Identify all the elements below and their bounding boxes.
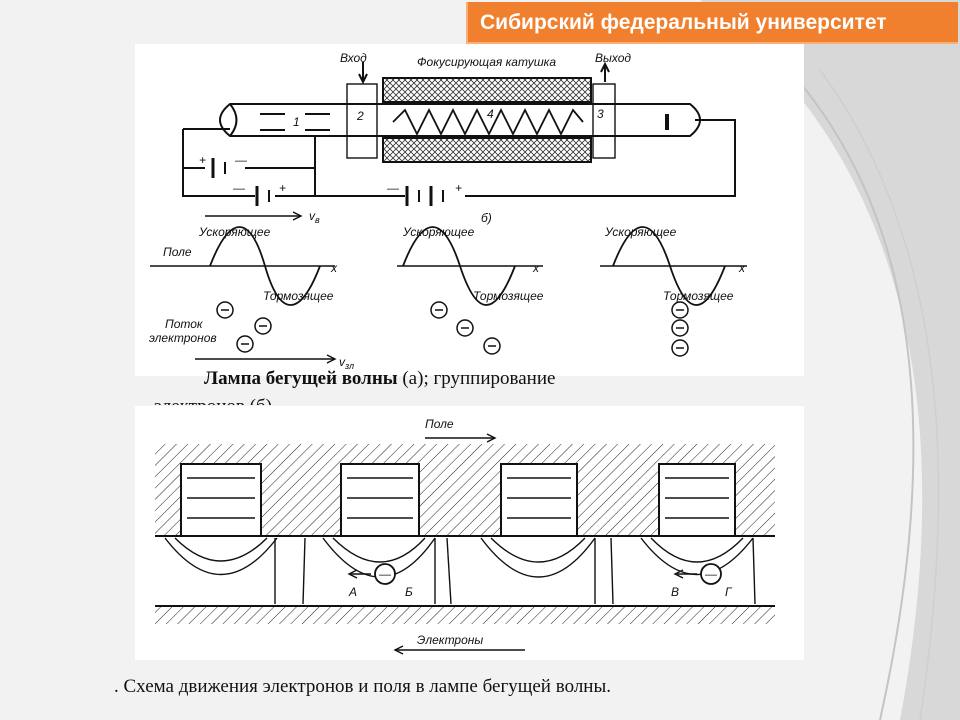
label-plus-1: + bbox=[199, 153, 206, 167]
figure-electron-motion: — — Поле Электроны А Б В Г bbox=[135, 406, 804, 660]
electron-field-schematic: — — Поле Электроны А Б В Г bbox=[155, 417, 775, 655]
label-B: Б bbox=[405, 585, 413, 599]
electron-minus-1: — bbox=[378, 567, 392, 581]
twt-schematic: Вход Выход Фокусирующая катушка 1 2 3 4 … bbox=[149, 51, 747, 371]
coil-bottom bbox=[382, 137, 592, 163]
electron-minus-2: — bbox=[704, 567, 718, 581]
label-electrons: Электроны bbox=[417, 633, 483, 647]
label-v3: vзл bbox=[339, 355, 354, 371]
label-output: Выход bbox=[595, 51, 631, 65]
label-x-3: x bbox=[738, 261, 746, 275]
label-n1: 1 bbox=[293, 115, 300, 129]
label-G: Г bbox=[725, 585, 733, 599]
label-decel-3: Тормозящее bbox=[663, 289, 734, 303]
label-n2: 2 bbox=[356, 109, 364, 123]
label-n4: 4 bbox=[487, 107, 494, 121]
caption-a-line2: электронов (б) bbox=[154, 393, 674, 405]
label-decel-1: Тормозящее bbox=[263, 289, 334, 303]
label-x-2: x bbox=[532, 261, 540, 275]
caption-figure-b: . Схема движения электронов и поля в лам… bbox=[114, 676, 611, 697]
label-subfig-b: б) bbox=[481, 211, 492, 225]
label-input: Вход bbox=[340, 51, 367, 65]
label-n3: 3 bbox=[597, 107, 604, 121]
label-minus-2: — bbox=[232, 181, 246, 195]
coil-top bbox=[382, 77, 592, 103]
electron-marker-2 bbox=[700, 563, 722, 585]
label-accel-2: Ускоряющее bbox=[402, 225, 475, 239]
label-accel-1: Ускоряющее bbox=[198, 225, 271, 239]
label-minus-3: — bbox=[386, 181, 400, 195]
label-field-b: Поле bbox=[425, 417, 454, 431]
caption-a-rest: (а); группирование bbox=[397, 368, 556, 389]
label-plus-2: + bbox=[279, 181, 286, 195]
caption-a-bold: Лампа бегущей волны bbox=[204, 368, 398, 389]
label-field: Поле bbox=[163, 245, 192, 259]
university-title: Сибирский федеральный университет bbox=[480, 11, 887, 34]
label-minus-1: — bbox=[234, 153, 248, 167]
label-plus-3: + bbox=[455, 181, 462, 195]
electron-marker-1 bbox=[374, 563, 396, 585]
label-decel-2: Тормозящее bbox=[473, 289, 544, 303]
label-accel-3: Ускоряющее bbox=[604, 225, 677, 239]
label-A: А bbox=[348, 585, 357, 599]
label-coil: Фокусирующая катушка bbox=[417, 55, 556, 69]
caption-figure-a: Лампа бегущей волны (а); группирование э… bbox=[154, 365, 674, 405]
label-x-1: x bbox=[330, 261, 338, 275]
electron-bunch bbox=[216, 301, 689, 357]
label-flow-2: электронов bbox=[149, 331, 217, 345]
university-banner: Сибирский федеральный университет bbox=[466, 2, 958, 44]
label-V: В bbox=[671, 585, 679, 599]
label-ve: vв bbox=[309, 209, 320, 225]
figure-twt-diagram: Вход Выход Фокусирующая катушка 1 2 3 4 … bbox=[135, 44, 804, 376]
label-flow-1: Поток bbox=[165, 317, 204, 331]
